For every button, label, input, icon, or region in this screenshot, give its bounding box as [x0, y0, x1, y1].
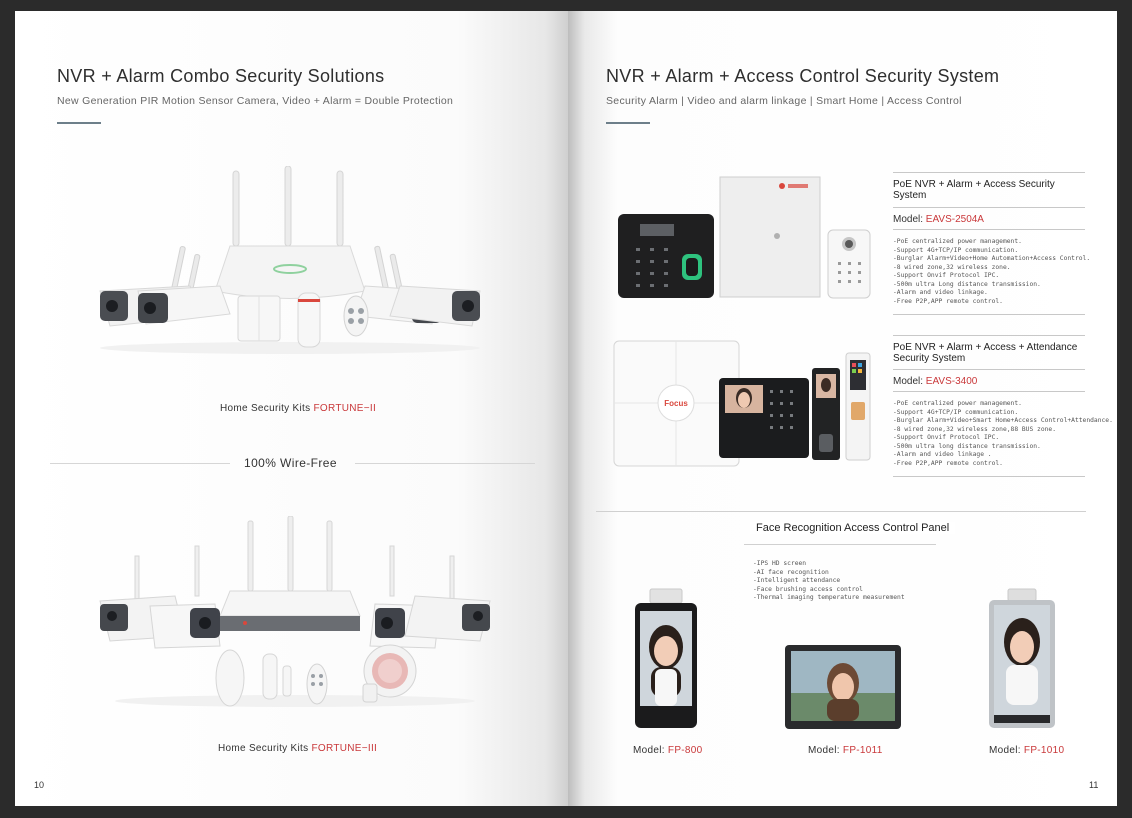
page-number-right: 11: [1089, 780, 1099, 790]
feature-item: -Free P2P,APP remote control.: [893, 459, 1003, 467]
left-page-subtitle: New Generation PIR Motion Sensor Camera,…: [57, 95, 454, 107]
focus-brand-logo: Focus: [664, 399, 688, 408]
separator-line: [893, 369, 1085, 370]
separator-line: [893, 207, 1085, 208]
model-number: EAVS-2504A: [925, 214, 984, 225]
model-label: Model:: [893, 214, 926, 225]
feature-item: -PoE centralized power management.: [893, 400, 1022, 407]
product-model: Model: EAVS-2504A: [893, 214, 1085, 225]
feature-item: -AI face recognition: [753, 568, 829, 576]
face-title-underline: [744, 544, 936, 545]
kit-model-name: FORTUNE−II: [313, 403, 377, 414]
eavs-2504a-product-image: [618, 176, 871, 299]
feature-item: -Support 4G+TCP/IP communication.: [893, 246, 1019, 254]
feature-item: -8 wired zone,32 wireless zone.: [893, 263, 1011, 271]
feature-list: -PoE centralized power management. -Supp…: [893, 238, 1091, 306]
face-model-fp-800: Model: FP-800: [633, 745, 703, 756]
model-number: FP-800: [667, 745, 703, 756]
separator-line: [893, 335, 1085, 336]
face-model-fp-1011: Model: FP-1011: [808, 745, 883, 756]
feature-item: -Alarm and video linkage .: [893, 451, 992, 458]
face-feature-list: -IPS HD screen -AI face recognition -Int…: [753, 560, 905, 603]
right-page-subtitle: Security Alarm | Video and alarm linkage…: [606, 95, 962, 107]
feature-item: -PoE centralized power management.: [893, 238, 1022, 245]
feature-item: -Support Onvif Protocol IPC.: [893, 272, 1000, 279]
model-label: Model:: [808, 745, 843, 756]
kit-model-name: FORTUNE−III: [311, 743, 378, 754]
feature-item: -Face brushing access control: [753, 585, 863, 593]
feature-item: -8 wired zone,32 wireless zone,88 BUS zo…: [893, 425, 1057, 433]
feature-item: -Free P2P,APP remote control.: [893, 297, 1003, 305]
feature-item: -Alarm and video linkage.: [893, 289, 988, 296]
model-number: FP-1011: [842, 745, 883, 756]
divider-line-left: [50, 463, 230, 464]
fortune-ii-kit-image: [99, 166, 481, 354]
separator-line: [893, 229, 1085, 230]
title-rule: [57, 122, 101, 124]
feature-item: -Support Onvif Protocol IPC.: [893, 434, 1000, 441]
product-eavs-3400: PoE NVR + Alarm + Access + Attendance Se…: [893, 335, 1113, 477]
left-page: NVR + Alarm Combo Security Solutions New…: [15, 11, 568, 806]
fp-1011-device-image: [785, 645, 901, 729]
feature-item: -Intelligent attendance: [753, 577, 841, 584]
product-title: PoE NVR + Alarm + Access Security System: [893, 179, 1055, 201]
feature-item: -500m ultra long distance transmission.: [893, 442, 1041, 450]
kit-caption-prefix: Home Security Kits: [218, 743, 312, 754]
feature-item: -Support 4G+TCP/IP communication.: [893, 408, 1019, 416]
kit-caption-fortune-iii: Home Security Kits FORTUNE−III: [218, 743, 377, 754]
fp-800-device-image: [635, 588, 697, 728]
separator-line: [893, 391, 1085, 392]
section-divider: [596, 511, 1086, 512]
separator-line: [893, 314, 1085, 315]
feature-item: -Burglar Alarm+Video+Smart Home+Access C…: [893, 417, 1113, 424]
kit-caption-prefix: Home Security Kits: [220, 403, 314, 414]
model-label: Model:: [633, 745, 668, 756]
title-rule: [606, 122, 650, 124]
wire-free-label: 100% Wire-Free: [244, 456, 337, 470]
right-page-title: NVR + Alarm + Access Control Security Sy…: [606, 66, 1000, 86]
face-section-title: Face Recognition Access Control Panel: [750, 522, 956, 534]
product-model: Model: EAVS-3400: [893, 376, 1085, 387]
right-page: NVR + Alarm + Access Control Security Sy…: [568, 11, 1117, 806]
model-label: Model:: [989, 745, 1024, 756]
left-page-title: NVR + Alarm Combo Security Solutions: [57, 66, 385, 86]
feature-item: -500m ultra Long distance transmission.: [893, 280, 1041, 288]
separator-line: [893, 172, 1085, 173]
page-number-left: 10: [34, 780, 45, 790]
feature-item: -Thermal imaging temperature measurement: [753, 594, 905, 601]
feature-item: -Burglar Alarm+Video+Home Automation+Acc…: [893, 255, 1091, 262]
brochure-spread: NVR + Alarm Combo Security Solutions New…: [15, 11, 1117, 806]
model-number: FP-1010: [1023, 745, 1065, 756]
divider-line-right: [355, 463, 535, 464]
product-eavs-2504a: PoE NVR + Alarm + Access Security System…: [893, 172, 1091, 315]
face-model-fp-1010: Model: FP-1010: [989, 745, 1064, 756]
model-number: EAVS-3400: [925, 376, 978, 387]
model-label: Model:: [893, 376, 926, 387]
feature-list: -PoE centralized power management. -Supp…: [893, 400, 1113, 468]
kit-caption-fortune-ii: Home Security Kits FORTUNE−II: [220, 403, 376, 414]
eavs-3400-product-image: Focus: [613, 340, 871, 467]
feature-item: -IPS HD screen: [753, 560, 807, 567]
fp-1010-device-image: [989, 588, 1055, 728]
fortune-iii-kit-image: [99, 516, 491, 707]
separator-line: [893, 476, 1085, 477]
product-title: PoE NVR + Alarm + Access + Attendance Se…: [893, 342, 1078, 364]
